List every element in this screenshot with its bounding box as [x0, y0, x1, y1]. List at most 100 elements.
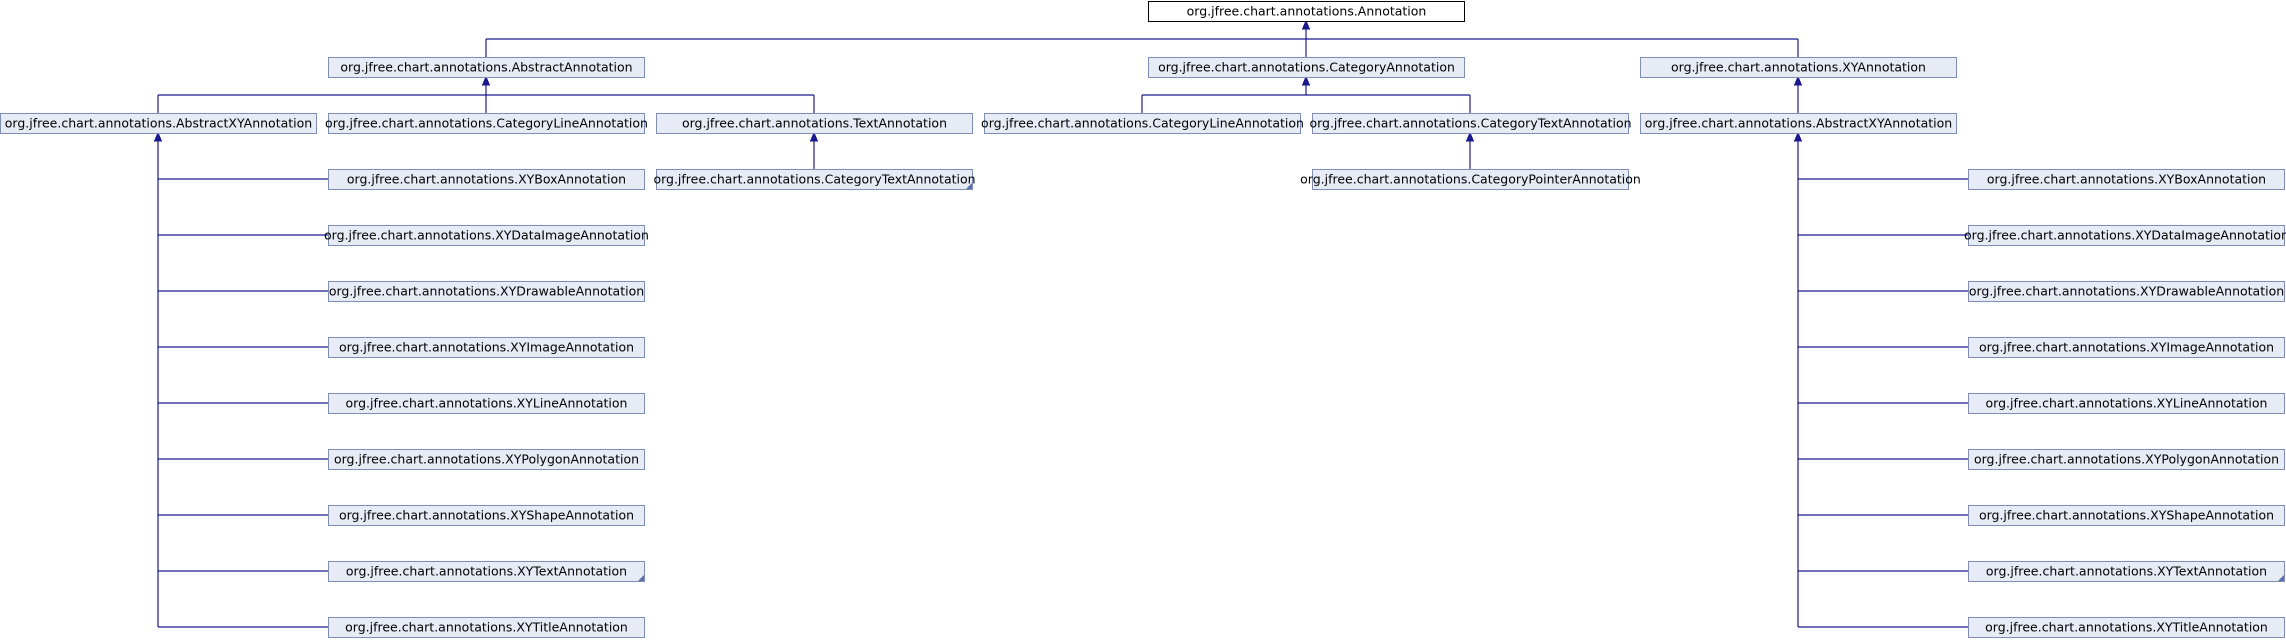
class-node-box: [1968, 337, 2285, 358]
class-node-box: [328, 505, 645, 526]
class-node-box: [1968, 505, 2285, 526]
class-node-label: org.jfree.chart.annotations.CategoryLine…: [981, 116, 1304, 131]
class-node-label: org.jfree.chart.annotations.CategoryLine…: [325, 116, 648, 131]
class-node-box: [328, 169, 645, 190]
edge-arrowhead: [1301, 19, 1311, 30]
class-node-xy-annotation[interactable]: org.jfree.chart.annotations.XYAnnotation: [1640, 57, 1957, 78]
class-node-right-xy-box[interactable]: org.jfree.chart.annotations.XYBoxAnnotat…: [1968, 169, 2285, 190]
class-node-box: [1968, 561, 2285, 582]
class-node-label: org.jfree.chart.annotations.CategoryText…: [1309, 116, 1631, 131]
class-node-label: org.jfree.chart.annotations.XYDrawableAn…: [329, 284, 644, 299]
class-node-category-annotation[interactable]: org.jfree.chart.annotations.CategoryAnno…: [1148, 57, 1465, 78]
class-node-box: [328, 337, 645, 358]
class-node-label: org.jfree.chart.annotations.XYImageAnnot…: [339, 340, 634, 355]
class-node-abstract-xy-left[interactable]: org.jfree.chart.annotations.AbstractXYAn…: [0, 113, 317, 134]
class-node-box: [1968, 225, 2285, 246]
class-node-label: org.jfree.chart.annotations.XYDataImageA…: [1964, 228, 2286, 243]
edge-arrowhead: [1301, 75, 1311, 86]
class-node-box: [1640, 113, 1957, 134]
truncated-corner-icon: [638, 575, 644, 581]
class-node-label: org.jfree.chart.annotations.XYImageAnnot…: [1979, 340, 2274, 355]
class-node-category-line-left[interactable]: org.jfree.chart.annotations.CategoryLine…: [325, 113, 648, 134]
edge-arrowhead: [809, 131, 819, 142]
class-node-label: org.jfree.chart.annotations.XYDataImageA…: [324, 228, 649, 243]
class-node-label: org.jfree.chart.annotations.XYTextAnnota…: [1986, 564, 2267, 579]
class-node-box: [1968, 449, 2285, 470]
class-node-box: [328, 449, 645, 470]
class-node-box: [328, 561, 645, 582]
class-node-category-line-mid[interactable]: org.jfree.chart.annotations.CategoryLine…: [981, 113, 1304, 134]
class-node-category-text-left[interactable]: org.jfree.chart.annotations.CategoryText…: [653, 169, 976, 190]
class-node-box: [656, 113, 973, 134]
class-node-label: org.jfree.chart.annotations.XYTitleAnnot…: [1985, 620, 2268, 635]
class-node-box: [0, 113, 317, 134]
class-node-label: org.jfree.chart.annotations.CategoryPoin…: [1300, 172, 1641, 187]
class-node-label: org.jfree.chart.annotations.XYLineAnnota…: [1986, 396, 2268, 411]
class-node-label: org.jfree.chart.annotations.AbstractXYAn…: [5, 116, 312, 131]
class-node-left-xy-data-image[interactable]: org.jfree.chart.annotations.XYDataImageA…: [324, 225, 649, 246]
class-node-right-xy-data-image[interactable]: org.jfree.chart.annotations.XYDataImageA…: [1964, 225, 2286, 246]
edge-arrowhead: [1793, 75, 1803, 86]
class-node-right-xy-drawable[interactable]: org.jfree.chart.annotations.XYDrawableAn…: [1968, 281, 2285, 302]
edge-arrowhead: [153, 131, 163, 142]
class-node-label: org.jfree.chart.annotations.XYLineAnnota…: [346, 396, 628, 411]
truncated-corner-icon: [966, 183, 972, 189]
class-node-label: org.jfree.chart.annotations.XYAnnotation: [1671, 60, 1926, 75]
edge-arrowhead: [481, 75, 491, 86]
class-node-label: org.jfree.chart.annotations.CategoryText…: [653, 172, 975, 187]
class-node-label: org.jfree.chart.annotations.XYShapeAnnot…: [339, 508, 634, 523]
class-node-label: org.jfree.chart.annotations.CategoryAnno…: [1158, 60, 1455, 75]
class-node-box: [984, 113, 1301, 134]
class-node-label: org.jfree.chart.annotations.TextAnnotati…: [682, 116, 947, 131]
edge-arrowhead: [1793, 131, 1803, 142]
class-node-box: [1148, 57, 1465, 78]
class-node-left-xy-polygon[interactable]: org.jfree.chart.annotations.XYPolygonAnn…: [328, 449, 645, 470]
class-node-left-xy-image[interactable]: org.jfree.chart.annotations.XYImageAnnot…: [328, 337, 645, 358]
class-node-label: org.jfree.chart.annotations.AbstractAnno…: [340, 60, 632, 75]
class-node-left-xy-line[interactable]: org.jfree.chart.annotations.XYLineAnnota…: [328, 393, 645, 414]
class-node-right-xy-title[interactable]: org.jfree.chart.annotations.XYTitleAnnot…: [1968, 617, 2285, 638]
class-node-box: [328, 225, 645, 246]
class-node-box: [328, 393, 645, 414]
class-node-right-xy-polygon[interactable]: org.jfree.chart.annotations.XYPolygonAnn…: [1968, 449, 2285, 470]
class-node-box: [1148, 1, 1465, 22]
class-node-category-pointer[interactable]: org.jfree.chart.annotations.CategoryPoin…: [1300, 169, 1641, 190]
class-node-label: org.jfree.chart.annotations.XYShapeAnnot…: [1979, 508, 2274, 523]
class-node-left-xy-box[interactable]: org.jfree.chart.annotations.XYBoxAnnotat…: [328, 169, 645, 190]
class-node-text-annotation[interactable]: org.jfree.chart.annotations.TextAnnotati…: [656, 113, 973, 134]
class-node-label: org.jfree.chart.annotations.XYPolygonAnn…: [334, 452, 639, 467]
class-node-label: org.jfree.chart.annotations.XYDrawableAn…: [1969, 284, 2284, 299]
class-node-box: [1640, 57, 1957, 78]
class-node-box: [1312, 113, 1629, 134]
class-node-box: [1968, 281, 2285, 302]
class-node-right-xy-shape[interactable]: org.jfree.chart.annotations.XYShapeAnnot…: [1968, 505, 2285, 526]
inheritance-edges: [153, 19, 1968, 628]
class-node-left-xy-drawable[interactable]: org.jfree.chart.annotations.XYDrawableAn…: [328, 281, 645, 302]
class-node-right-xy-image[interactable]: org.jfree.chart.annotations.XYImageAnnot…: [1968, 337, 2285, 358]
class-node-root[interactable]: org.jfree.chart.annotations.Annotation: [1148, 1, 1465, 22]
class-node-left-xy-title[interactable]: org.jfree.chart.annotations.XYTitleAnnot…: [328, 617, 645, 638]
class-node-label: org.jfree.chart.annotations.XYBoxAnnotat…: [347, 172, 626, 187]
class-node-right-xy-line[interactable]: org.jfree.chart.annotations.XYLineAnnota…: [1968, 393, 2285, 414]
class-node-box: [328, 57, 645, 78]
class-node-category-text-mid[interactable]: org.jfree.chart.annotations.CategoryText…: [1309, 113, 1632, 134]
class-node-left-xy-text[interactable]: org.jfree.chart.annotations.XYTextAnnota…: [328, 561, 645, 582]
class-node-left-xy-shape[interactable]: org.jfree.chart.annotations.XYShapeAnnot…: [328, 505, 645, 526]
class-node-label: org.jfree.chart.annotations.XYBoxAnnotat…: [1987, 172, 2266, 187]
class-node-right-xy-text[interactable]: org.jfree.chart.annotations.XYTextAnnota…: [1968, 561, 2285, 582]
class-node-box: [328, 281, 645, 302]
truncated-corner-icon: [2278, 575, 2284, 581]
class-node-label: org.jfree.chart.annotations.Annotation: [1187, 4, 1427, 19]
class-node-label: org.jfree.chart.annotations.XYPolygonAnn…: [1974, 452, 2279, 467]
class-node-box: [656, 169, 973, 190]
class-node-abstract-xy-right[interactable]: org.jfree.chart.annotations.AbstractXYAn…: [1640, 113, 1957, 134]
class-node-label: org.jfree.chart.annotations.AbstractXYAn…: [1645, 116, 1952, 131]
class-node-box: [1968, 169, 2285, 190]
class-node-box: [1968, 393, 2285, 414]
class-node-abstract-annotation[interactable]: org.jfree.chart.annotations.AbstractAnno…: [328, 57, 645, 78]
class-node-box: [328, 113, 645, 134]
class-node-label: org.jfree.chart.annotations.XYTextAnnota…: [346, 564, 627, 579]
class-node-box: [328, 617, 645, 638]
